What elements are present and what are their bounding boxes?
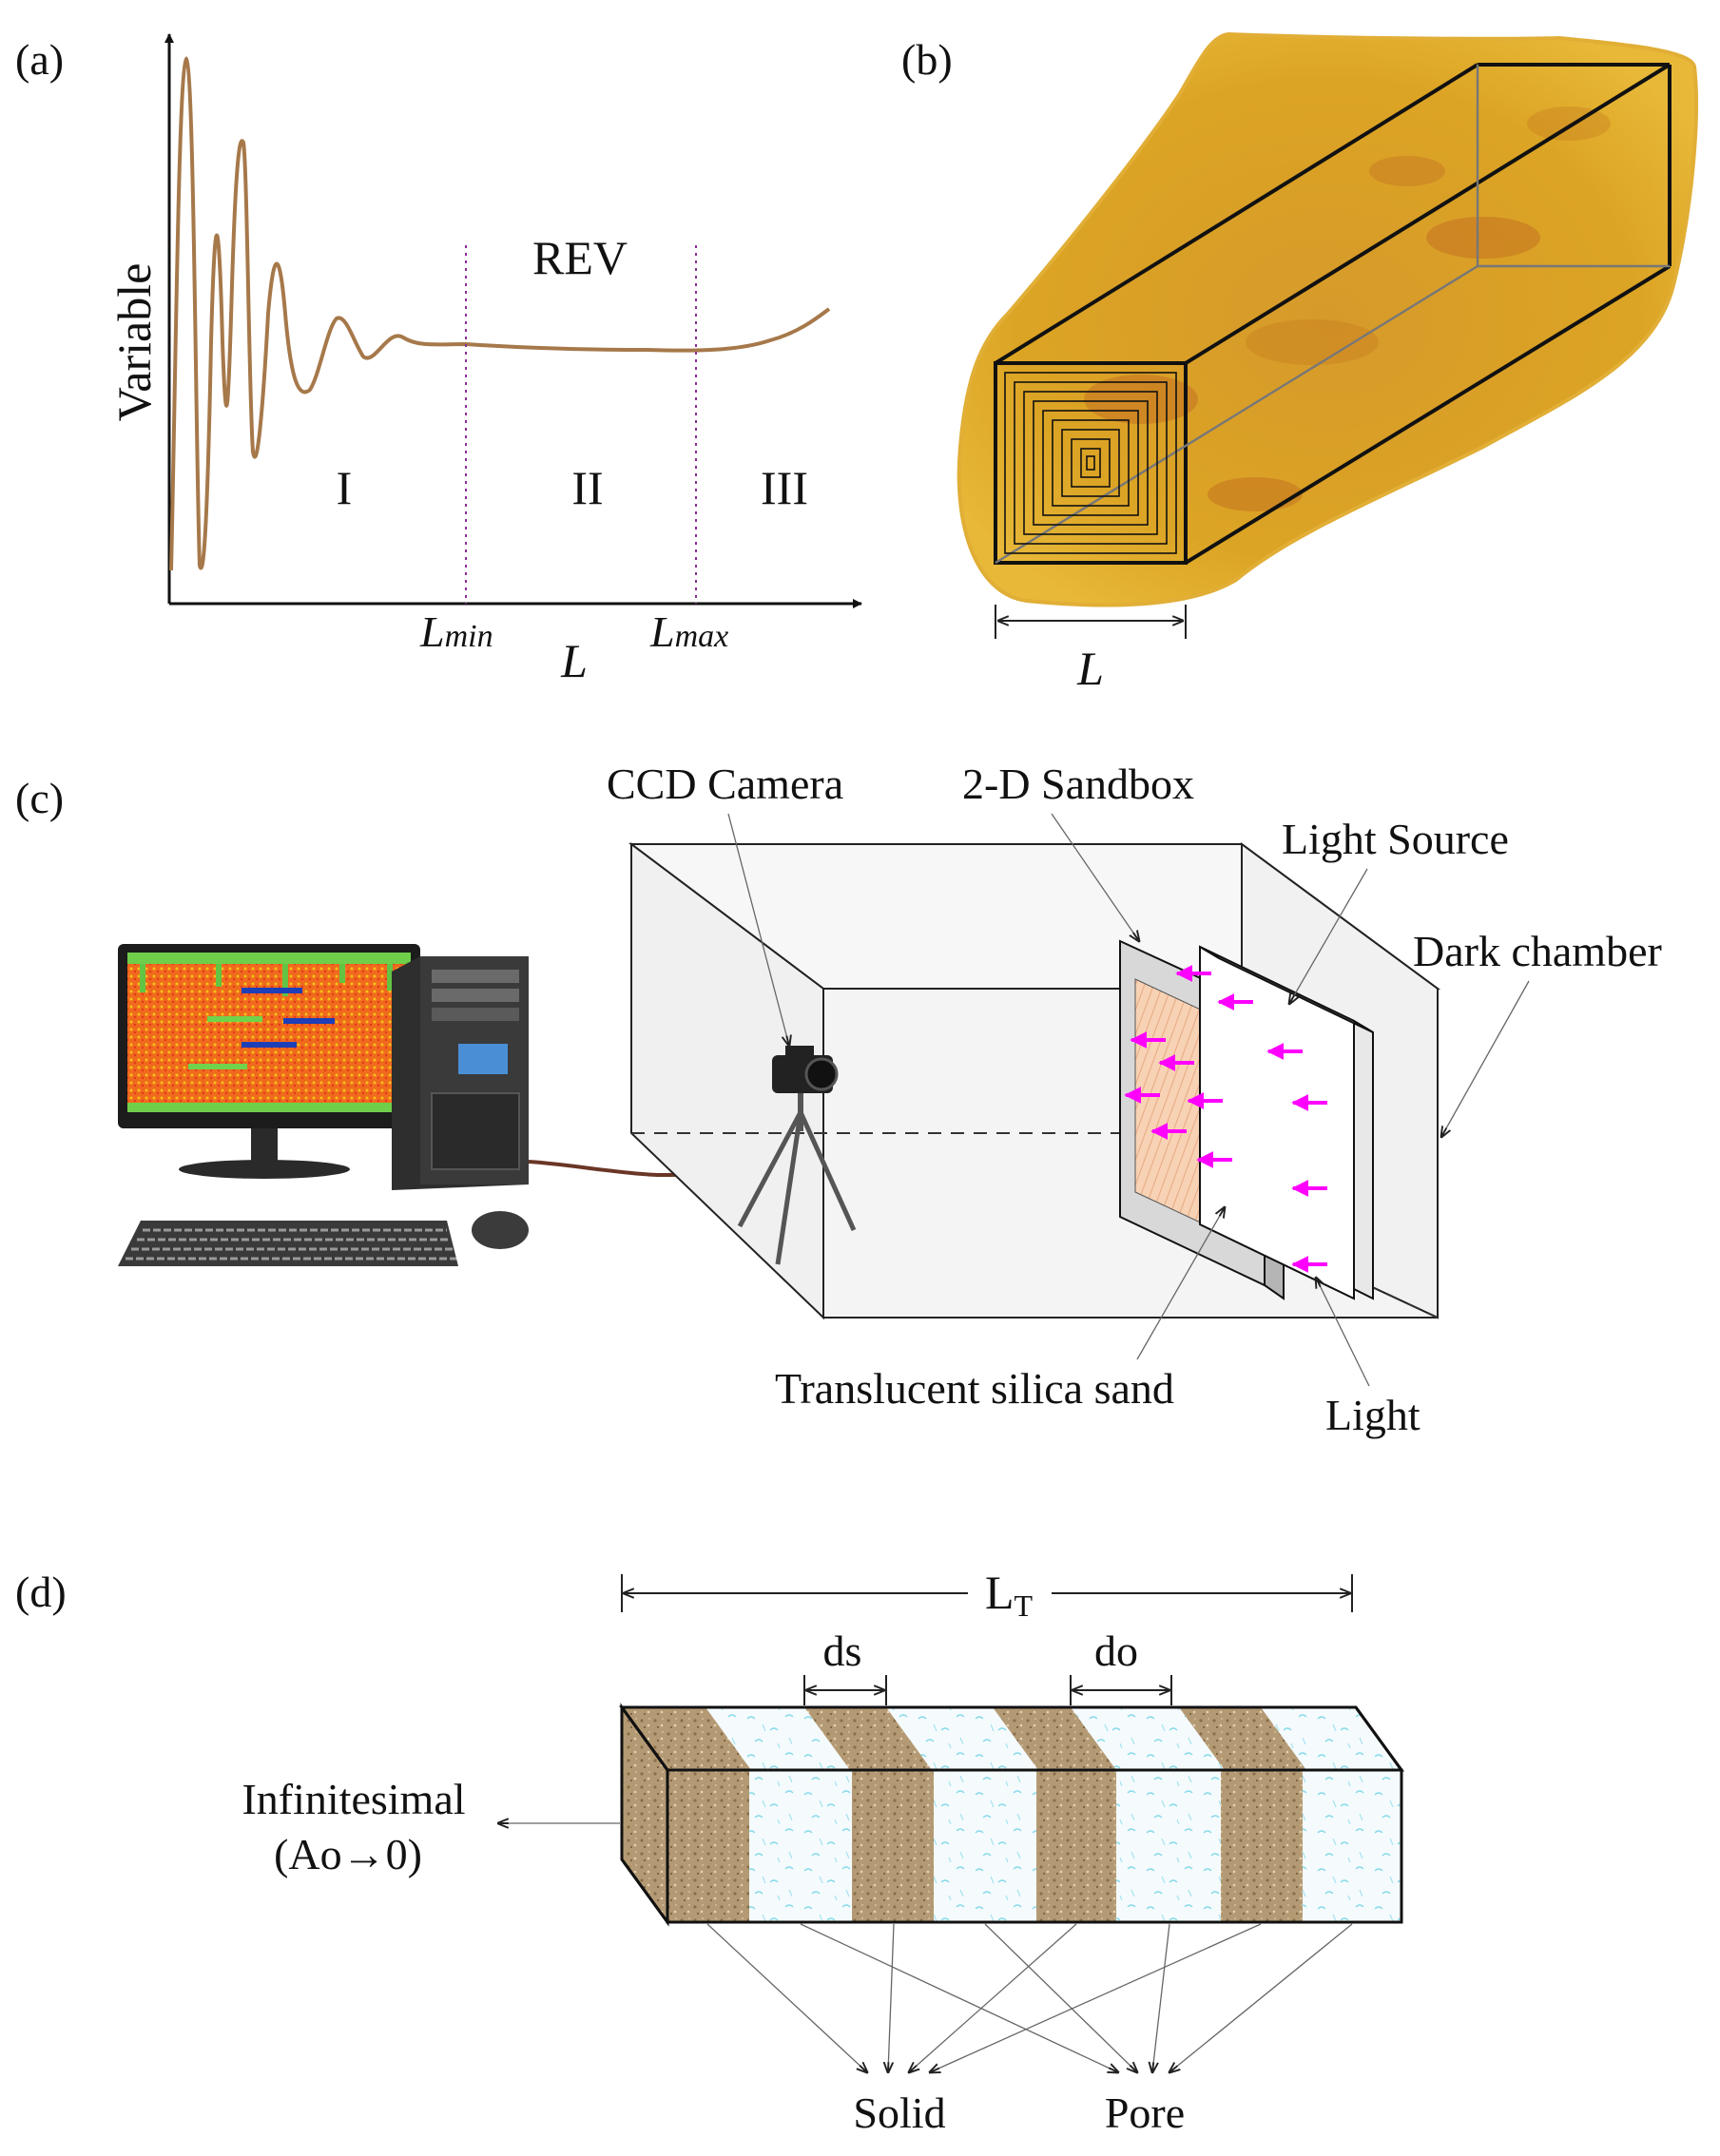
light-panel bbox=[1199, 945, 1374, 1300]
panel-a-tag: (a) bbox=[15, 35, 64, 84]
lt-base: L bbox=[985, 1566, 1015, 1619]
pore-leaders bbox=[800, 1923, 1353, 2072]
sandbox-label: 2-D Sandbox bbox=[962, 760, 1194, 808]
dark-chamber-leader bbox=[1441, 980, 1530, 1137]
computer-tower bbox=[392, 956, 529, 1190]
box-front-face bbox=[994, 361, 1188, 565]
lmax-base: L bbox=[649, 607, 675, 656]
solid-strip-4 bbox=[1221, 1770, 1303, 1922]
infinitesimal-limit: (Ao→0) bbox=[274, 1830, 422, 1878]
zone-i-label: I bbox=[337, 461, 353, 514]
solid-strip-3 bbox=[1036, 1770, 1116, 1922]
light-source-leader bbox=[1289, 868, 1368, 1004]
lmin-base: L bbox=[419, 607, 445, 656]
rock-mottling bbox=[1084, 106, 1611, 511]
ccd-camera bbox=[737, 1046, 857, 1265]
sand-leader bbox=[1136, 1207, 1225, 1360]
rev-curve bbox=[169, 56, 831, 571]
lt-sub: T bbox=[1015, 1588, 1034, 1623]
solid-strip-2 bbox=[852, 1770, 934, 1922]
do-label: do bbox=[1094, 1627, 1138, 1675]
light-leader bbox=[1316, 1278, 1370, 1387]
sandbox-leader bbox=[1051, 813, 1139, 941]
l-dimension-label: L bbox=[1076, 642, 1104, 695]
zone-iii-label: III bbox=[761, 461, 808, 514]
monitor bbox=[118, 944, 420, 1179]
sand-label: Translucent silica sand bbox=[775, 1364, 1174, 1413]
porous-bar bbox=[619, 1703, 1404, 1927]
mouse bbox=[472, 1211, 529, 1249]
keyboard bbox=[118, 1221, 458, 1266]
lmax-label: Lmax bbox=[649, 607, 728, 656]
ds-label: ds bbox=[823, 1627, 862, 1675]
light-source-label: Light Source bbox=[1282, 815, 1509, 863]
nested-squares bbox=[1004, 372, 1177, 554]
lt-label: LT bbox=[985, 1566, 1034, 1623]
panel-d: (d) LT ds do bbox=[15, 1566, 1404, 2137]
panel-b-tag: (b) bbox=[901, 35, 953, 84]
zone-ii-label: II bbox=[571, 461, 603, 514]
lmin-sub: min bbox=[445, 619, 493, 654]
panel-b: (b) bbox=[901, 31, 1698, 695]
camera-label: CCD Camera bbox=[607, 760, 843, 808]
rev-box bbox=[994, 63, 1672, 565]
panel-c: (c) bbox=[15, 760, 1662, 1439]
dark-chamber-label: Dark chamber bbox=[1413, 927, 1662, 975]
light-label: Light bbox=[1325, 1391, 1420, 1439]
y-axis-label: Variable bbox=[107, 263, 161, 422]
panel-a: (a) Variable REV I II III Lmin Lmax L bbox=[15, 33, 862, 687]
infinitesimal-label: Infinitesimal bbox=[242, 1775, 465, 1823]
rock-sample bbox=[957, 31, 1698, 607]
solid-leaders bbox=[706, 1923, 1262, 2072]
x-axis-label: L bbox=[560, 634, 588, 687]
light-arrows bbox=[1124, 965, 1327, 1273]
panel-c-tag: (c) bbox=[15, 774, 64, 822]
rev-label: REV bbox=[532, 231, 628, 284]
lmin-label: Lmin bbox=[419, 607, 493, 656]
box-hidden-edges bbox=[995, 65, 1670, 565]
lmax-sub: max bbox=[675, 619, 729, 654]
panel-d-tag: (d) bbox=[15, 1568, 67, 1616]
camera-leader bbox=[727, 813, 789, 1046]
solid-label: Solid bbox=[853, 2089, 945, 2137]
solid-strip-1 bbox=[667, 1770, 749, 1922]
pore-label: Pore bbox=[1105, 2089, 1185, 2137]
monitor-screen bbox=[127, 953, 411, 1112]
